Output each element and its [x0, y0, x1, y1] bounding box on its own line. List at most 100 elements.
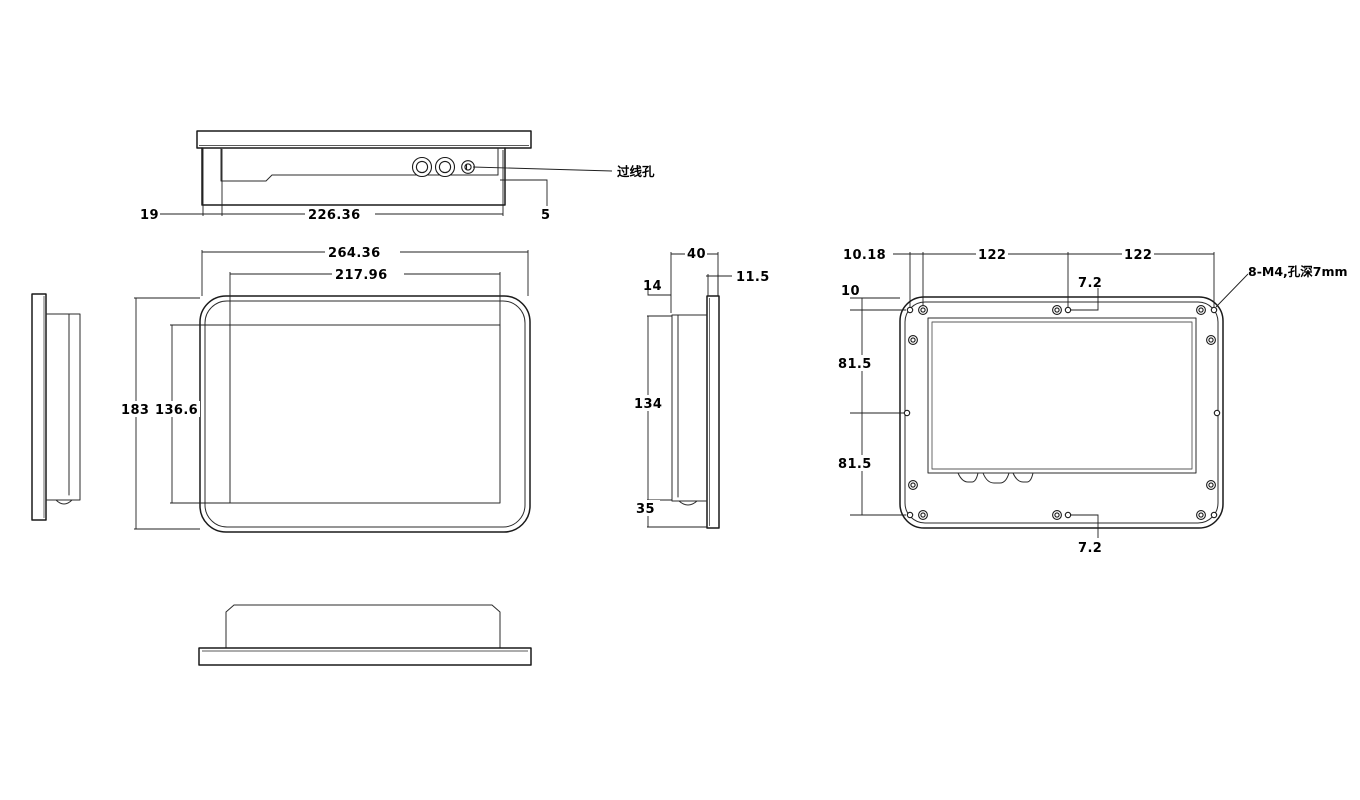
cable-hole-icon-inner — [464, 163, 472, 171]
rear-view: 8-M4,孔深7mm 7.2 7.2 10.18 122 122 — [836, 246, 1348, 556]
right-side-dim-rear-depth: 14 — [643, 279, 671, 296]
dim-134-text-mask — [632, 395, 664, 411]
right-side-dim-body-height: 134 — [632, 315, 672, 501]
round-connector-icon-2-outer — [434, 156, 456, 178]
rear-view-dim-hole-top: 7.2 — [1070, 276, 1102, 311]
screw-boss-icon-bc-inner — [1054, 512, 1060, 518]
left-side-bezel — [31, 293, 47, 521]
screw-boss-icon-bl-outer — [918, 510, 928, 520]
dim-40-text-mask — [685, 246, 707, 262]
top-view-dim-baseline: 19 226.36 — [140, 148, 504, 223]
dim-122-right-text-mask — [1122, 246, 1154, 262]
dim-815-bottom-text-mask — [836, 455, 874, 471]
screw-boss-icon-br2-outer — [1206, 480, 1216, 490]
rear-view-dim-top-chain: 10.18 122 122 — [843, 246, 1215, 308]
right-side-boss — [678, 500, 698, 506]
bottom-view — [198, 604, 532, 666]
top-view-housing-step — [220, 148, 499, 182]
front-view-dim-active-height: 136.6 — [154, 324, 230, 504]
rear-view-connector-tabs — [957, 472, 1034, 484]
dim-183-text-mask — [120, 401, 150, 417]
dim-217-label: 217.96 — [335, 268, 388, 283]
screw-boss-icon-bl2-inner — [910, 482, 916, 488]
dim-72-bottom-label: 7.2 — [1078, 541, 1102, 556]
right-side-dim-front-thickness: 11.5 — [706, 270, 770, 296]
dim-136-text-mask — [154, 401, 200, 417]
dim-183-label: 183 — [121, 403, 149, 418]
screw-boss-icon-tc-outer — [1052, 305, 1062, 315]
left-side-body — [45, 313, 81, 501]
screw-boss-icon-tr-outer — [1196, 305, 1206, 315]
m4-annotation-leader — [1215, 273, 1249, 308]
dim-815-top-label: 81.5 — [838, 357, 872, 372]
cable-hole-leader — [472, 166, 613, 172]
rear-view-back-panel — [927, 317, 1197, 474]
dim-14-leader — [647, 282, 671, 296]
screw-boss-icon-tr-inner — [1198, 307, 1204, 313]
screw-boss-icon-bl2-outer — [908, 480, 918, 490]
front-view-display-area — [229, 324, 501, 504]
rear-view-screw-bosses — [908, 305, 1216, 520]
m4-hole-icon-bc — [1064, 511, 1072, 519]
screw-boss-icon-bl-inner — [920, 512, 926, 518]
front-view-dim-active-width: 217.96 — [229, 266, 501, 325]
m4-hole-icon-ml — [903, 409, 911, 417]
dim-815-top-text-mask — [836, 355, 874, 371]
m4-hole-icon-br — [1210, 511, 1218, 519]
rear-view-back-panel-inner — [931, 321, 1193, 470]
dim-14-label: 14 — [643, 279, 662, 294]
top-view-dim-right-offset: 5 — [500, 179, 550, 223]
right-side-bezel — [706, 295, 720, 529]
screw-boss-icon-br-outer — [1196, 510, 1206, 520]
front-view-inner-bezel — [204, 300, 526, 528]
bottom-view-bezel — [198, 647, 532, 666]
dim-10-label: 10 — [841, 284, 860, 299]
left-side-boss — [55, 499, 73, 505]
screw-boss-icon-bc-outer — [1052, 510, 1062, 520]
rear-view-m4-holes — [903, 306, 1221, 519]
bottom-view-body — [225, 604, 501, 650]
cable-hole-annotation-label: 过线孔 — [617, 164, 655, 179]
cable-hole-icon-outer — [461, 160, 475, 174]
dim-226-label: 226.36 — [308, 208, 361, 223]
dim-217-text-mask — [332, 266, 404, 282]
m4-annotation-label: 8-M4,孔深7mm — [1248, 264, 1348, 279]
m4-hole-icon-bl — [906, 511, 914, 519]
round-connector-icon-2-inner — [438, 160, 452, 174]
screw-boss-icon-ml-inner — [910, 337, 916, 343]
top-view-body-outline — [201, 147, 506, 206]
dim-5-label: 5 — [541, 208, 550, 223]
dim-122-left-text-mask — [976, 246, 1008, 262]
round-connector-icon-1-outer — [411, 156, 433, 178]
round-connector-icon-1-inner — [415, 160, 429, 174]
dim-35-text-mask — [634, 500, 660, 516]
dim-35-label: 35 — [636, 502, 655, 517]
right-side-dim-lower-height: 35 — [634, 499, 707, 528]
dim-134-label: 134 — [634, 397, 662, 412]
rear-view-dim-hole-bottom: 7.2 — [1070, 514, 1102, 556]
dim-11-label: 11.5 — [736, 270, 770, 285]
screw-boss-icon-tl-inner — [920, 307, 926, 313]
m4-hole-icon-tl — [906, 306, 914, 314]
connector-tab-2 — [982, 472, 1010, 484]
dim-122-right-label: 122 — [1124, 248, 1152, 263]
right-side-body — [671, 314, 708, 502]
m4-hole-icon-tc — [1064, 306, 1072, 314]
front-view-dim-overall-height: 183 — [120, 297, 200, 530]
top-view-connector-group — [411, 156, 475, 178]
connector-tab-3 — [1012, 472, 1034, 483]
dim-72-bottom-leader — [1070, 514, 1099, 538]
dim-40-label: 40 — [687, 247, 706, 262]
dim-19-label: 19 — [140, 208, 159, 223]
front-view: 264.36 217.96 183 136.6 — [120, 244, 531, 533]
top-view: 过线孔 5 19 226.36 — [140, 130, 655, 223]
screw-boss-icon-mr-inner — [1208, 337, 1214, 343]
dim-5-leader — [500, 179, 548, 206]
top-view-bezel-cap — [196, 130, 532, 149]
screw-boss-icon-mr-outer — [1206, 335, 1216, 345]
m4-hole-icon-mr — [1213, 409, 1221, 417]
screw-boss-icon-ml-outer — [908, 335, 918, 345]
screw-boss-icon-br-inner — [1198, 512, 1204, 518]
